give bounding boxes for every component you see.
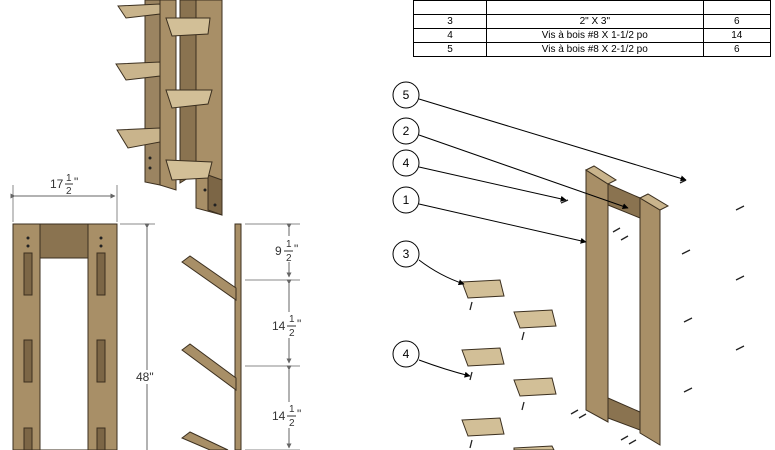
svg-text:2: 2 — [289, 328, 295, 339]
bom-item: 3 — [413, 14, 487, 29]
table-row: 5 Vis à bois #8 X 2-1/2 po 6 — [413, 42, 772, 57]
exploded-view — [461, 165, 745, 450]
width-inch: " — [74, 175, 78, 189]
bill-of-materials-table: 3 2" X 3" 6 4 Vis à bois #8 X 1-1/2 po 1… — [413, 0, 772, 57]
table-row: 4 Vis à bois #8 X 1-1/2 po 14 — [413, 28, 772, 43]
svg-text:2: 2 — [286, 253, 292, 264]
bom-qty — [702, 0, 772, 15]
svg-text:1: 1 — [289, 314, 295, 325]
svg-text:4: 4 — [403, 156, 410, 170]
width-dimension: 17 1 2 " — [10, 173, 118, 222]
balloon-4-bottom: 4 — [392, 340, 420, 368]
bom-item: 4 — [413, 28, 487, 43]
svg-text:4: 4 — [403, 347, 410, 361]
width-whole: 17 — [50, 177, 64, 191]
balloon-1: 1 — [392, 186, 420, 214]
svg-text:": " — [294, 242, 298, 256]
svg-text:": " — [297, 317, 301, 331]
spacing-mid-whole: 14 — [272, 319, 286, 333]
bom-item: 5 — [413, 42, 487, 57]
isometric-rack-view — [115, 0, 223, 216]
bom-item — [413, 0, 487, 15]
front-view — [12, 223, 118, 450]
table-row: 3 2" X 3" 6 — [413, 14, 772, 29]
balloon-5: 5 — [392, 81, 420, 109]
width-frac-num: 1 — [66, 173, 72, 184]
bom-qty: 6 — [702, 42, 772, 57]
svg-text:1: 1 — [286, 239, 292, 250]
bom-qty: 14 — [702, 28, 772, 43]
balloon-2: 2 — [392, 117, 420, 145]
bom-qty: 6 — [702, 14, 772, 29]
side-dimensions: 9 1 2 " 14 1 2 " 14 1 2 " — [245, 223, 306, 450]
table-row — [413, 0, 772, 15]
svg-text:2: 2 — [289, 418, 295, 429]
bom-desc: Vis à bois #8 X 1-1/2 po — [485, 28, 704, 43]
bom-desc — [485, 0, 704, 15]
spacing-low-whole: 14 — [272, 409, 286, 423]
balloon-4-top: 4 — [392, 149, 420, 177]
balloon-3: 3 — [392, 240, 420, 268]
bom-desc: 2" X 3" — [485, 14, 704, 29]
height-dimension: 48" — [120, 223, 158, 450]
side-view — [181, 223, 242, 450]
height-total: 48" — [136, 370, 154, 384]
svg-text:5: 5 — [403, 88, 410, 102]
svg-text:": " — [297, 407, 301, 421]
svg-text:1: 1 — [289, 404, 295, 415]
width-frac-den: 2 — [66, 186, 72, 197]
svg-text:1: 1 — [403, 193, 410, 207]
leader-lines — [418, 98, 687, 378]
svg-text:2: 2 — [403, 124, 410, 138]
spacing-top-whole: 9 — [275, 244, 282, 258]
bom-desc: Vis à bois #8 X 2-1/2 po — [485, 42, 704, 57]
svg-text:3: 3 — [403, 247, 410, 261]
